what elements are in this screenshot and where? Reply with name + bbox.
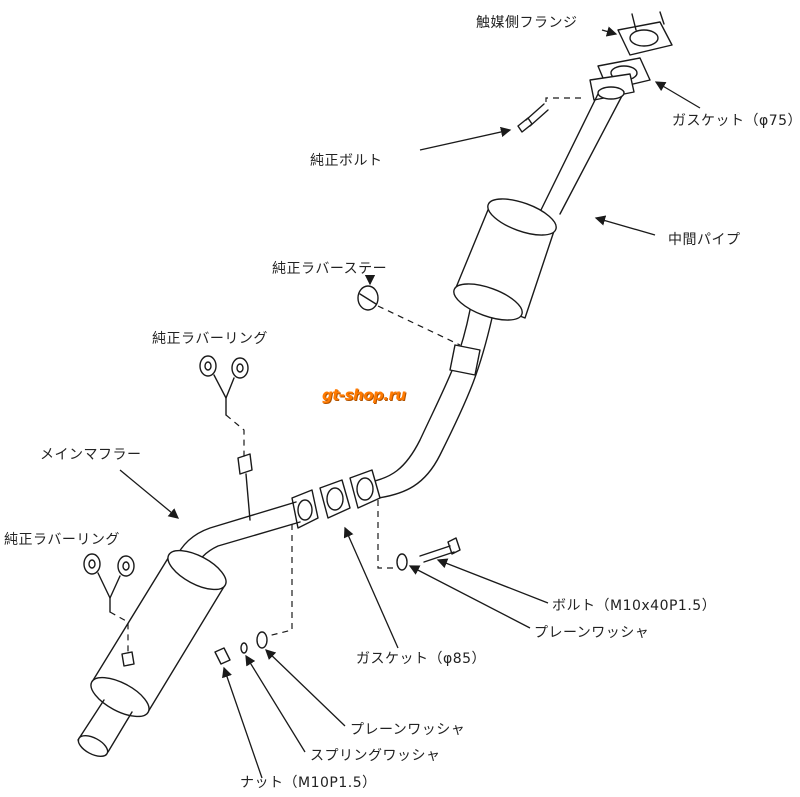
leader-plain-washer-bottom	[265, 649, 346, 727]
joint-flange-center	[349, 469, 381, 509]
oem-bolt	[517, 103, 549, 133]
nut-m10	[214, 647, 231, 665]
assembly-line-nut	[267, 524, 293, 637]
gasket-85	[319, 479, 351, 519]
rubber-ring-lower	[83, 553, 135, 613]
rubber-ring-upper	[199, 355, 249, 416]
center-pipe-lower	[369, 309, 493, 499]
leader-cat-flange	[601, 26, 618, 37]
leader-spring-washer	[245, 654, 306, 753]
leader-gasket-85	[343, 526, 399, 649]
leader-nut	[222, 666, 263, 779]
bolt-m10	[419, 537, 461, 563]
leader-gasket-75	[654, 81, 701, 109]
leader-main-muffler	[119, 469, 180, 519]
label-oem-rubber-ring-upper: 純正ラバーリング	[152, 331, 268, 347]
label-oem-bolt: 純正ボルト	[310, 153, 383, 169]
leader-bolt-m10	[436, 558, 549, 604]
assembly-line-ring-upper	[225, 414, 245, 458]
center-pipe	[539, 86, 625, 215]
assembly-line-stay	[377, 305, 461, 346]
label-oem-rubber-ring-lower: 純正ラバーリング	[4, 532, 120, 548]
label-bolt-m10: ボルト（M10x40P1.5）	[552, 598, 717, 614]
assembly-line-bolt-right	[377, 500, 398, 569]
label-catalyst-flange: 触媒側フランジ	[476, 15, 578, 31]
assembly-line-bolt	[545, 97, 585, 102]
catalyst-flange	[617, 11, 673, 56]
resonator	[453, 198, 557, 321]
label-oem-rubber-stay: 純正ラバーステー	[272, 261, 388, 277]
rubber-stay	[357, 285, 379, 311]
label-spring-washer: スプリングワッシャ	[310, 748, 441, 764]
hanger-upper	[237, 453, 253, 521]
spring-washer	[240, 642, 248, 654]
hanger-lower	[121, 651, 135, 667]
plain-washer-right	[396, 553, 408, 571]
label-center-pipe: 中間パイプ	[668, 232, 741, 248]
label-plain-washer-right: プレーンワッシャ	[534, 625, 650, 641]
leader-oem-bolt	[419, 126, 512, 151]
leader-plain-washer-right	[408, 565, 531, 629]
label-gasket-85: ガスケット（φ85）	[356, 651, 487, 667]
label-main-muffler: メインマフラー	[40, 447, 142, 463]
leader-center-pipe	[594, 215, 656, 236]
plain-washer-bottom	[256, 631, 268, 649]
watermark-logo: gt-shop.ru	[322, 386, 406, 404]
label-plain-washer-bottom: プレーンワッシャ	[350, 722, 466, 738]
joint-flange-muffler	[291, 489, 319, 529]
label-nut-m10: ナット（M10P1.5）	[240, 775, 377, 791]
main-muffler	[77, 501, 301, 758]
label-gasket-75: ガスケット（φ75）	[672, 113, 800, 129]
